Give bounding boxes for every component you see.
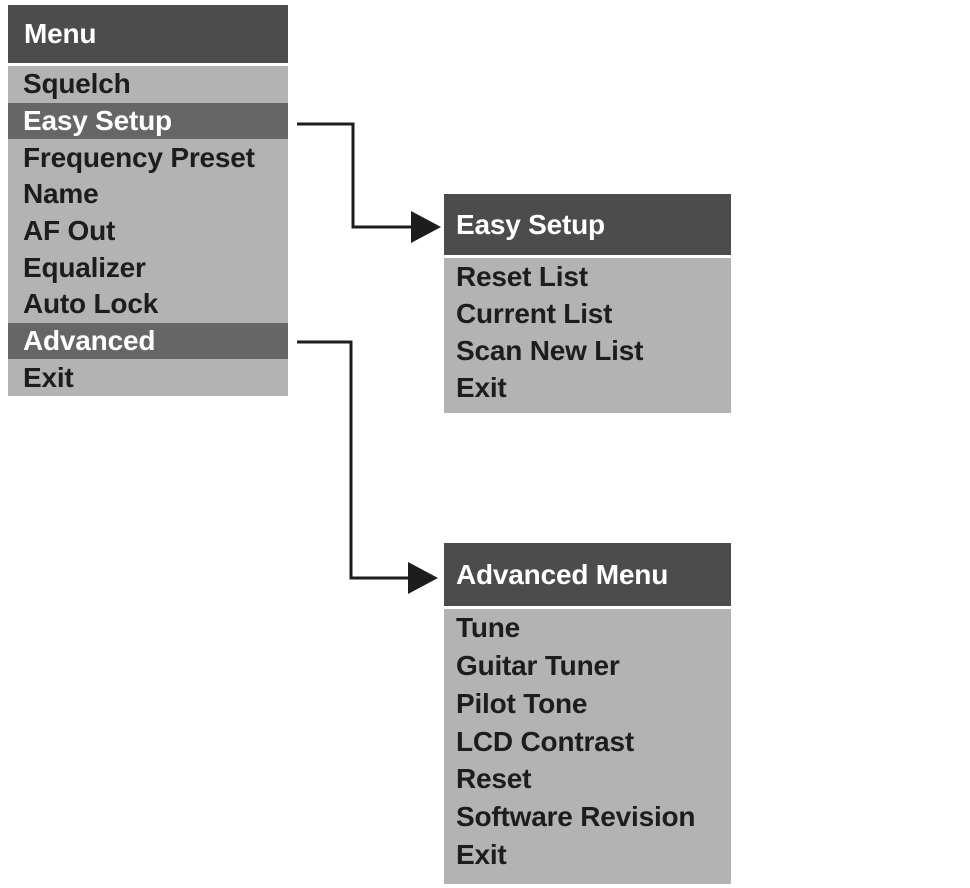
connector-advanced-line <box>297 340 410 580</box>
menu-item-current-list: Current List <box>456 297 613 329</box>
connector-easy-setup-arrowhead-icon <box>411 211 441 243</box>
menu-item-reset: Reset <box>456 763 532 795</box>
menu-item-scan-new-list: Scan New List <box>456 335 644 367</box>
menu-item-lcd-contrast: LCD Contrast <box>456 725 635 757</box>
connector-advanced-arrowhead-icon <box>408 562 438 594</box>
menu-item-pilot-tone: Pilot Tone <box>456 687 588 719</box>
main-menu-header: Menu <box>8 5 288 63</box>
menu-item-squelch: Squelch <box>23 68 131 100</box>
menu-item-advanced-exit: Exit <box>456 839 507 871</box>
menu-item-tune: Tune <box>456 611 521 643</box>
advanced-submenu-header: Advanced Menu <box>444 543 731 606</box>
menu-item-easy-setup: Easy Setup <box>8 102 288 140</box>
easy-setup-submenu-list: Reset List Current List Scan New List Ex… <box>444 258 731 413</box>
menu-item-reset-list: Reset List <box>456 260 588 292</box>
menu-item-auto-lock: Auto Lock <box>23 288 159 320</box>
advanced-submenu-box: Advanced Menu Tune Guitar Tuner Pilot To… <box>444 543 731 884</box>
advanced-submenu-title: Advanced Menu <box>456 558 669 590</box>
menu-item-software-revision: Software Revision <box>456 801 696 833</box>
menu-item-af-out: AF Out <box>23 215 116 247</box>
menu-item-easy-setup-exit: Exit <box>456 372 507 404</box>
easy-setup-submenu-box: Easy Setup Reset List Current List Scan … <box>444 194 731 413</box>
advanced-submenu-list: Tune Guitar Tuner Pilot Tone LCD Contras… <box>444 609 731 884</box>
easy-setup-submenu-title: Easy Setup <box>456 208 605 240</box>
menu-item-advanced: Advanced <box>8 322 288 360</box>
menu-item-name: Name <box>23 178 99 210</box>
connector-easy-setup-line <box>297 122 413 229</box>
easy-setup-submenu-header: Easy Setup <box>444 194 731 255</box>
menu-item-equalizer: Equalizer <box>23 251 146 283</box>
main-menu-box: Menu Squelch Easy Setup Frequency Preset… <box>8 5 288 396</box>
main-menu-list: Squelch Easy Setup Frequency Preset Name… <box>8 66 288 396</box>
menu-item-frequency-preset: Frequency Preset <box>23 141 255 173</box>
menu-item-exit: Exit <box>23 361 74 393</box>
main-menu-title: Menu <box>24 18 97 49</box>
menu-item-guitar-tuner: Guitar Tuner <box>456 649 620 681</box>
